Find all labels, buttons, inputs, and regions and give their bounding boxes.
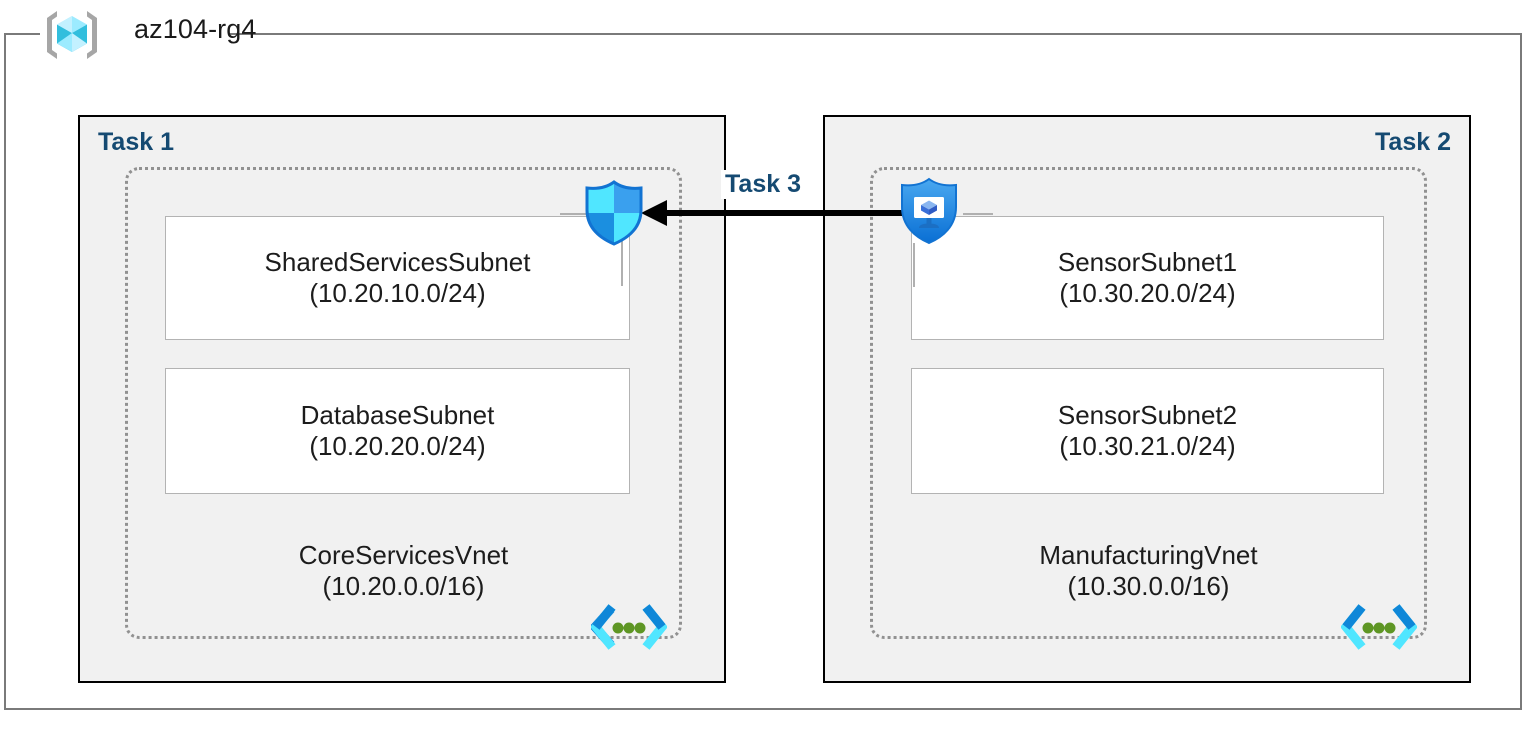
subnet-name: DatabaseSubnet bbox=[300, 400, 495, 431]
vnet-coreservices-caption: CoreServicesVnet (10.20.0.0/16) bbox=[125, 540, 682, 601]
virtual-network-icon bbox=[588, 603, 668, 651]
vnet-coreservices-boundary bbox=[125, 167, 682, 639]
subnet-database: DatabaseSubnet (10.20.20.0/24) bbox=[165, 368, 630, 494]
subnet-name: SharedServicesSubnet bbox=[264, 247, 531, 278]
subnet-sharedservices: SharedServicesSubnet (10.20.10.0/24) bbox=[165, 216, 630, 340]
task-1-label: Task 1 bbox=[98, 128, 174, 156]
subnet-sensor1: SensorSubnet1 (10.30.20.0/24) bbox=[911, 216, 1384, 340]
vnet-name: CoreServicesVnet bbox=[298, 540, 509, 570]
peering-arrow-line bbox=[663, 210, 905, 216]
task-3-label: Task 3 bbox=[721, 170, 805, 199]
resource-group-frame-right bbox=[1520, 33, 1522, 710]
virtual-network-icon bbox=[1340, 603, 1418, 651]
subnet-name: SensorSubnet1 bbox=[1057, 247, 1238, 278]
subnet-cidr: (10.20.10.0/24) bbox=[309, 278, 486, 308]
peering-connector-stub bbox=[963, 213, 993, 215]
vnet-cidr: (10.30.0.0/16) bbox=[1067, 570, 1230, 601]
vnet-cidr: (10.20.0.0/16) bbox=[322, 570, 485, 601]
subnet-sensor2: SensorSubnet2 (10.30.21.0/24) bbox=[911, 368, 1384, 494]
task-2-label: Task 2 bbox=[1375, 128, 1451, 156]
firewall-connector-stub-down bbox=[621, 240, 623, 286]
resource-group-name: az104-rg4 bbox=[134, 14, 257, 44]
vnet-manufacturing-caption: ManufacturingVnet (10.30.0.0/16) bbox=[870, 540, 1427, 601]
subnet-cidr: (10.30.20.0/24) bbox=[1059, 278, 1236, 308]
vnet-manufacturing-boundary bbox=[870, 167, 1427, 639]
resource-group-frame-bottom bbox=[4, 708, 1522, 710]
subnet-name: SensorSubnet2 bbox=[1057, 400, 1238, 431]
peering-arrow-head bbox=[641, 200, 667, 226]
subnet-cidr: (10.30.21.0/24) bbox=[1059, 431, 1236, 461]
resource-group-frame-left bbox=[4, 33, 6, 710]
resource-group-frame-top-right bbox=[230, 33, 1522, 35]
firewall-connector-stub bbox=[560, 213, 588, 215]
azure-resource-group-icon bbox=[44, 7, 100, 63]
vnet-peering-icon bbox=[897, 176, 961, 245]
vnet-name: ManufacturingVnet bbox=[1039, 540, 1258, 570]
subnet-cidr: (10.20.20.0/24) bbox=[309, 431, 486, 461]
peering-connector-stub-down bbox=[913, 243, 915, 287]
resource-group-frame-top-left bbox=[4, 33, 40, 35]
azure-firewall-icon bbox=[582, 180, 646, 246]
